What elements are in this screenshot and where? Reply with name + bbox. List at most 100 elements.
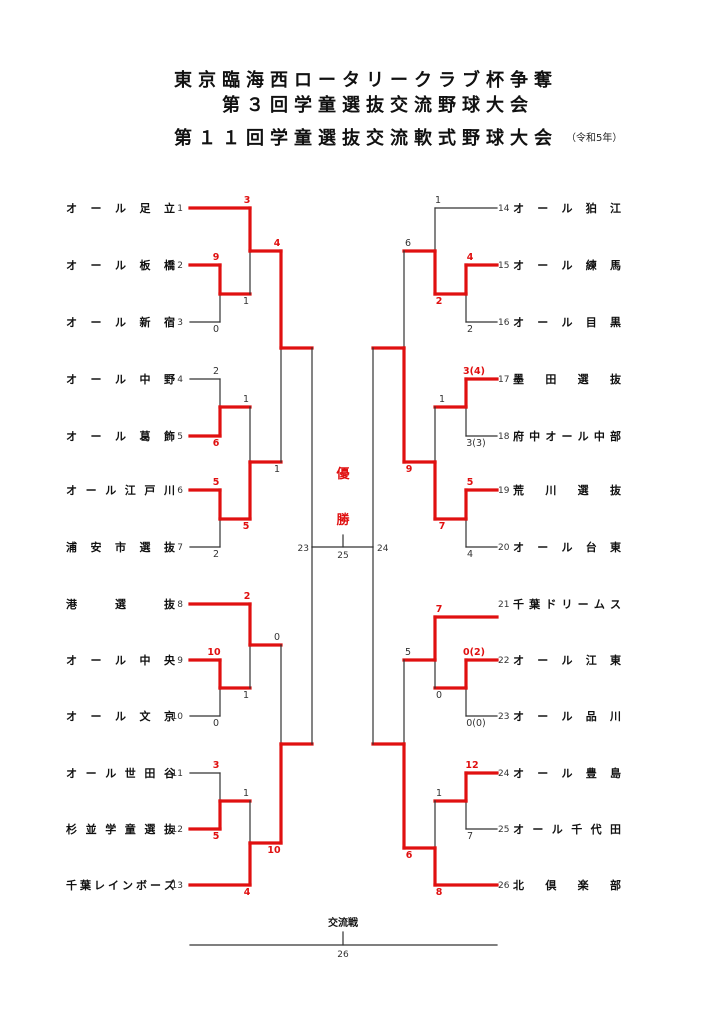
seed-number: 11 xyxy=(172,769,183,779)
score-label: 2 xyxy=(436,296,443,307)
team-name: オール練馬 xyxy=(513,258,621,272)
team-name: オール目黒 xyxy=(513,316,621,329)
title-line-1: 東京臨海西ロータリークラブ杯争奪 xyxy=(174,70,558,91)
team-name: 浦安市選抜 xyxy=(66,540,176,554)
team-name: 荒川選抜 xyxy=(512,483,622,497)
team-name: 府中オール中部 xyxy=(513,429,621,443)
seed-number: 21 xyxy=(498,600,509,610)
seed-number: 22 xyxy=(498,656,509,666)
score-label: 4 xyxy=(274,238,281,249)
title-line-3: 第１１回学童選抜交流軟式野球大会 xyxy=(174,128,558,149)
score-label: 10 xyxy=(267,845,281,856)
score-label: 0(2) xyxy=(463,647,485,658)
seed-number: 10 xyxy=(172,712,184,722)
seed-number: 17 xyxy=(498,375,509,385)
score-label: 7 xyxy=(467,831,473,842)
score-label: 9 xyxy=(406,464,413,475)
score-label: 1 xyxy=(243,394,249,405)
seed-number: 26 xyxy=(498,881,510,891)
score-label: 2 xyxy=(213,549,219,560)
seed-number: 7 xyxy=(177,543,183,553)
team-name: オール千代田 xyxy=(513,822,621,836)
score-label: 1 xyxy=(243,788,249,799)
seed-number: 25 xyxy=(498,825,509,835)
score-label: 0(0) xyxy=(466,718,486,729)
score-label: 2 xyxy=(467,324,473,335)
game-number: 23 xyxy=(298,544,309,554)
score-label: 5 xyxy=(213,831,220,842)
score-label: 5 xyxy=(213,477,220,488)
game-number: 26 xyxy=(337,950,349,960)
score-label: 1 xyxy=(439,394,445,405)
score-label: 2 xyxy=(213,366,219,377)
score-label: 3(4) xyxy=(463,366,485,377)
game-number: 24 xyxy=(377,544,389,554)
seed-number: 2 xyxy=(177,261,183,271)
era-label: （令和5年） xyxy=(566,133,623,144)
team-name: 千葉レインボーズ xyxy=(66,878,175,892)
score-label: 1 xyxy=(436,788,442,799)
score-label: 1 xyxy=(243,690,249,701)
team-name: オール台東 xyxy=(513,540,622,554)
seed-number: 4 xyxy=(177,375,183,385)
seed-number: 14 xyxy=(498,204,510,214)
score-label: 1 xyxy=(274,464,280,475)
team-name: 港選抜 xyxy=(66,597,176,611)
seed-number: 15 xyxy=(498,261,509,271)
seed-number: 3 xyxy=(177,318,183,328)
score-label: 5 xyxy=(243,521,250,532)
score-label: 5 xyxy=(405,647,411,658)
score-label: 5 xyxy=(467,477,474,488)
team-name: オール足立 xyxy=(66,201,175,215)
seed-number: 24 xyxy=(498,769,510,779)
score-label: 2 xyxy=(244,591,251,602)
game-number: 25 xyxy=(337,551,348,561)
score-label: 6 xyxy=(213,438,220,449)
score-label: 6 xyxy=(406,850,413,861)
seed-number: 12 xyxy=(172,825,183,835)
team-name: オール文京 xyxy=(66,709,175,723)
seed-number: 19 xyxy=(498,486,510,496)
team-name: 千葉ドリームス xyxy=(513,597,621,611)
score-label: 7 xyxy=(436,604,443,615)
seed-number: 13 xyxy=(172,881,183,891)
seed-number: 5 xyxy=(177,432,183,442)
score-label: 4 xyxy=(467,252,474,263)
team-name: オール豊島 xyxy=(513,766,621,780)
team-name: オール狛江 xyxy=(513,201,621,215)
title-line-2: 第３回学童選抜交流野球大会 xyxy=(222,95,534,116)
score-label: 4 xyxy=(244,887,251,898)
score-label: 4 xyxy=(467,549,473,560)
seed-number: 8 xyxy=(177,600,183,610)
team-name: 杉並学童選抜 xyxy=(66,822,176,836)
team-name: オール品川 xyxy=(513,710,621,723)
team-name: オール世田谷 xyxy=(66,766,176,780)
seed-number: 6 xyxy=(177,486,183,496)
score-label: 1 xyxy=(243,296,249,307)
team-name: オール中央 xyxy=(66,653,176,667)
team-name: オール葛飾 xyxy=(66,429,175,443)
team-name: 北倶楽部 xyxy=(513,878,621,892)
score-label: 3 xyxy=(244,195,251,206)
score-label: 10 xyxy=(207,647,221,658)
score-label: 0 xyxy=(213,718,219,729)
score-label: 0 xyxy=(213,324,219,335)
team-name: オール板橋 xyxy=(66,258,176,272)
seed-number: 1 xyxy=(177,204,183,214)
seed-number: 18 xyxy=(498,432,510,442)
seed-number: 23 xyxy=(498,712,509,722)
score-label: 6 xyxy=(405,238,411,249)
seed-number: 9 xyxy=(177,656,183,666)
champion-label-top: 優 xyxy=(335,466,350,482)
score-label: 3(3) xyxy=(466,438,486,449)
team-name: オール江東 xyxy=(513,653,622,667)
seed-number: 16 xyxy=(498,318,510,328)
score-label: 0 xyxy=(436,690,442,701)
score-label: 7 xyxy=(439,521,446,532)
team-name: 墨田選抜 xyxy=(513,372,622,386)
seed-number: 20 xyxy=(498,543,510,553)
team-name: オール新宿 xyxy=(66,315,175,329)
score-label: 12 xyxy=(465,760,478,771)
team-name: オール江戸川 xyxy=(66,483,175,497)
